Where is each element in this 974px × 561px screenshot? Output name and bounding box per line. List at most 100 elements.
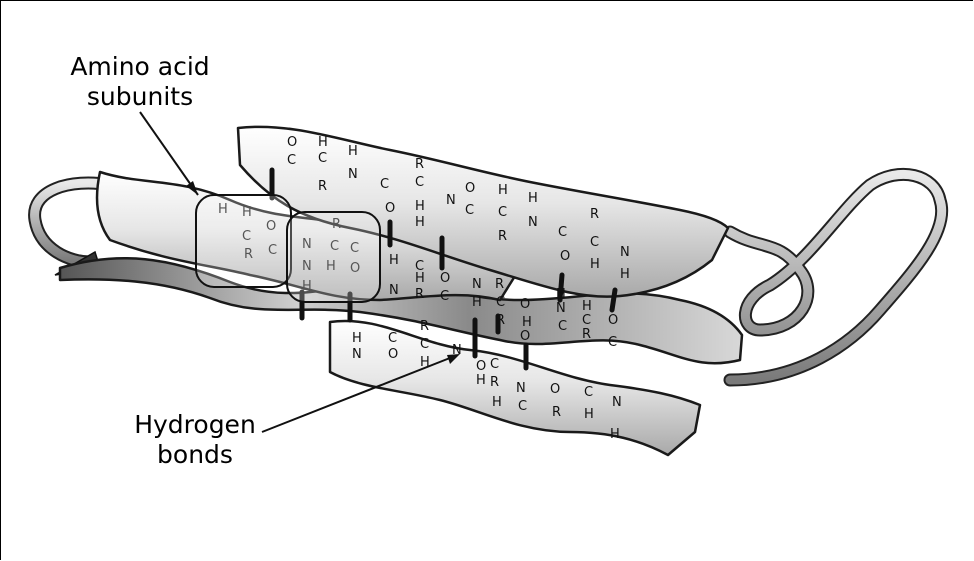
atom-letter: C bbox=[465, 203, 474, 218]
atom-letter: C bbox=[496, 295, 505, 310]
atom-letter: C bbox=[330, 239, 339, 254]
atom-letter: H bbox=[476, 373, 486, 388]
atom-letter: O bbox=[440, 271, 450, 286]
atom-letter: N bbox=[516, 381, 526, 396]
atom-letter: H bbox=[590, 257, 600, 272]
atom-letter: R bbox=[332, 217, 341, 232]
hydrogen-bonds-label: Hydrogen bonds bbox=[110, 410, 280, 470]
atom-letter: O bbox=[266, 219, 276, 234]
atom-letter: C bbox=[584, 385, 593, 400]
atom-letter: C bbox=[318, 151, 327, 166]
atom-letter: O bbox=[350, 261, 360, 276]
atom-letter: O bbox=[465, 181, 475, 196]
atom-letter: C bbox=[498, 205, 507, 220]
atom-letter: O bbox=[608, 313, 618, 328]
amino-label-line1: Amino acid bbox=[70, 52, 210, 81]
atom-letter: H bbox=[584, 407, 594, 422]
atom-letter: N bbox=[528, 215, 538, 230]
atom-letter: N bbox=[389, 283, 399, 298]
atom-letter: N bbox=[620, 245, 630, 260]
atom-letter: R bbox=[582, 327, 591, 342]
atom-letter: N bbox=[446, 193, 456, 208]
atom-letter: H bbox=[415, 199, 425, 214]
amino-acid-label: Amino acid subunits bbox=[40, 52, 240, 112]
atom-letter: C bbox=[350, 241, 359, 256]
atom-letter: H bbox=[556, 287, 566, 302]
atom-letter: H bbox=[218, 202, 228, 217]
atom-letter: C bbox=[558, 225, 567, 240]
atom-letter: C bbox=[582, 313, 591, 328]
hbond-pointer-line bbox=[261, 355, 456, 433]
atom-letter: H bbox=[492, 395, 502, 410]
atom-letter: R bbox=[244, 247, 253, 262]
atom-letter: C bbox=[380, 177, 389, 192]
atom-letter: N bbox=[556, 301, 566, 316]
atom-letter: C bbox=[415, 259, 424, 274]
atom-letter: R bbox=[415, 287, 424, 302]
atom-letter: R bbox=[318, 179, 327, 194]
atom-letter: C bbox=[287, 153, 296, 168]
atom-letter: O bbox=[287, 135, 297, 150]
atom-letter: N bbox=[352, 347, 362, 362]
atom-letter: H bbox=[318, 135, 328, 150]
atom-letter: C bbox=[608, 335, 617, 350]
hbond-label-line1: Hydrogen bbox=[134, 410, 256, 439]
atom-letter: C bbox=[440, 289, 449, 304]
atom-letter: C bbox=[420, 337, 429, 352]
atom-letter: C bbox=[558, 319, 567, 334]
bottom-strand bbox=[328, 319, 702, 457]
atom-letter: C bbox=[518, 399, 527, 414]
amino-pointer-arrow bbox=[186, 181, 198, 195]
atom-letter: C bbox=[490, 357, 499, 372]
atom-letter: N bbox=[612, 395, 622, 410]
hydrogen-bond bbox=[557, 272, 565, 303]
atom-letter: H bbox=[472, 295, 482, 310]
atom-letter: R bbox=[495, 277, 504, 292]
atom-letter: N bbox=[302, 259, 312, 274]
atom-letter: H bbox=[522, 315, 532, 330]
upper-left-strand bbox=[95, 170, 522, 302]
atom-letter: H bbox=[348, 144, 358, 159]
atom-letter: H bbox=[582, 299, 592, 314]
amino-pointer-line bbox=[139, 111, 199, 196]
atom-letter: H bbox=[389, 253, 399, 268]
atom-letter: C bbox=[242, 229, 251, 244]
amino-acid-box-left bbox=[195, 194, 292, 288]
atom-letter: R bbox=[498, 229, 507, 244]
hydrogen-bond bbox=[609, 287, 618, 313]
atom-letter: H bbox=[352, 331, 362, 346]
hbond-pointer-arrow bbox=[447, 354, 460, 364]
atom-letter: N bbox=[452, 343, 462, 358]
atom-letter: N bbox=[472, 277, 482, 292]
atom-letter: C bbox=[415, 175, 424, 190]
atom-letter: H bbox=[302, 279, 312, 294]
atom-letter: H bbox=[326, 259, 336, 274]
atom-letter: O bbox=[385, 201, 395, 216]
atom-letter: H bbox=[242, 205, 252, 220]
atom-letter: H bbox=[610, 427, 620, 442]
atom-letter: R bbox=[496, 313, 505, 328]
amino-acid-box-right bbox=[286, 211, 381, 303]
amino-label-line2: subunits bbox=[86, 82, 194, 111]
atom-letter: N bbox=[348, 167, 358, 182]
atom-letter: C bbox=[590, 235, 599, 250]
hbond-label-line2: bonds bbox=[157, 440, 233, 469]
atom-letter: H bbox=[420, 355, 430, 370]
hydrogen-bond-lines bbox=[269, 167, 618, 371]
atom-letter: O bbox=[476, 359, 486, 374]
atom-letter: O bbox=[520, 297, 530, 312]
atom-letter: O bbox=[520, 329, 530, 344]
atom-letter: O bbox=[560, 249, 570, 264]
atom-letter: C bbox=[388, 331, 397, 346]
atom-letter: H bbox=[528, 191, 538, 206]
atom-letter: H bbox=[620, 267, 630, 282]
atom-letter: O bbox=[388, 347, 398, 362]
atom-letter: H bbox=[415, 215, 425, 230]
atom-letter: R bbox=[420, 319, 429, 334]
